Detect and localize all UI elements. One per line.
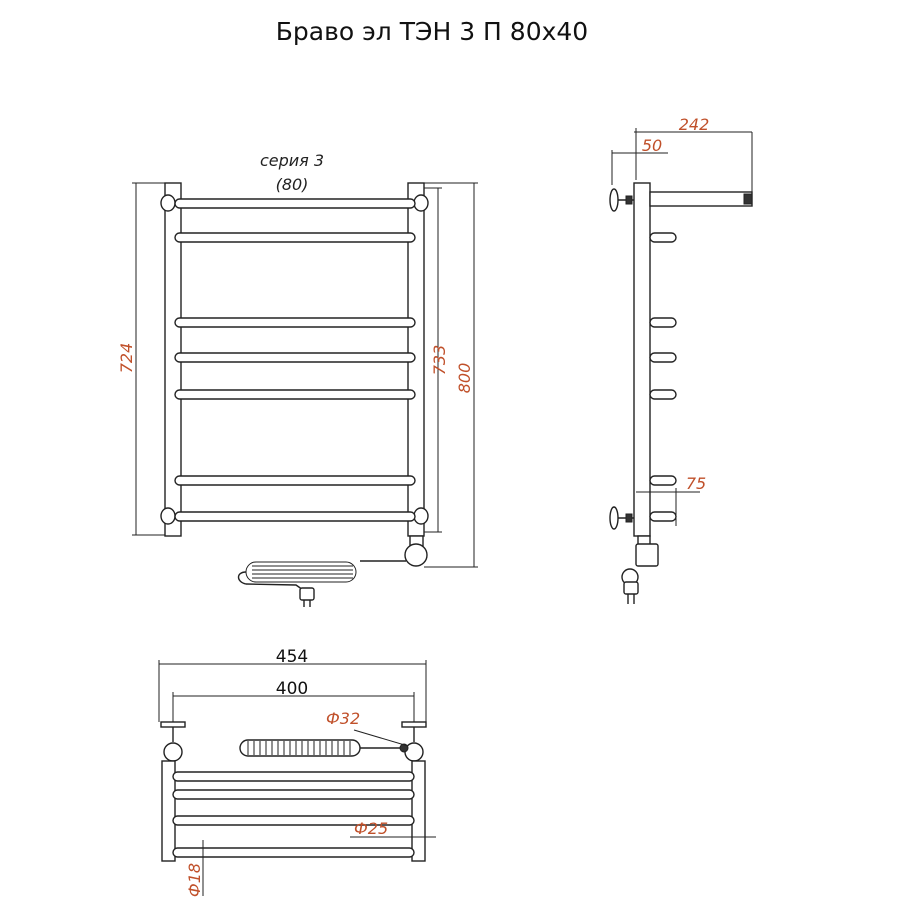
side-rung-2 bbox=[649, 317, 677, 328]
wall-plate-right bbox=[401, 721, 427, 728]
top-shelf-end bbox=[743, 193, 753, 205]
dim-label-32: Ф32 bbox=[326, 709, 360, 728]
top-rung-4 bbox=[172, 847, 415, 858]
shelf-side-right bbox=[411, 760, 426, 862]
top-rung-1 bbox=[172, 771, 415, 782]
top-view: 454 400 Ф32 Ф25 bbox=[158, 647, 436, 897]
front-view: 724 серия 3 (80) 733 800 bbox=[117, 151, 478, 607]
rung-6 bbox=[174, 475, 416, 486]
wall-mount-bottom-left bbox=[160, 507, 176, 525]
wall-mount-top-left bbox=[160, 194, 176, 212]
cable-to-plug bbox=[237, 571, 307, 593]
dim-label-733: 733 bbox=[430, 345, 449, 376]
dim-label-50: 50 bbox=[642, 136, 662, 155]
top-rung-3 bbox=[172, 815, 415, 826]
dim-label-18: Ф18 bbox=[185, 863, 204, 897]
wall-mount-bottom-right bbox=[413, 507, 429, 525]
heater-coil bbox=[239, 739, 361, 757]
heater-coil-turns bbox=[247, 741, 351, 755]
side-view: 242 50 75 bbox=[609, 115, 753, 604]
rung-7 bbox=[174, 511, 416, 522]
dim-label-454: 454 bbox=[276, 647, 308, 667]
side-rung-3 bbox=[649, 352, 677, 363]
side-upright bbox=[633, 182, 651, 537]
rung-3 bbox=[174, 317, 416, 328]
wall-mount-bracket-top bbox=[625, 195, 633, 205]
top-rung-2 bbox=[172, 789, 415, 800]
top-shelf bbox=[649, 191, 753, 207]
shelf-side-left bbox=[161, 760, 176, 862]
wall-mount-plate-bottom bbox=[609, 506, 619, 530]
drawing-title: Браво эл ТЭН 3 П 80х40 bbox=[276, 17, 588, 46]
dim-label-800: 800 bbox=[455, 363, 474, 394]
power-plug-body bbox=[299, 587, 315, 601]
dim-label-75: 75 bbox=[686, 474, 706, 493]
heater-connector-end bbox=[399, 743, 409, 753]
wall-mount-bracket-bottom bbox=[625, 513, 633, 523]
series-value: (80) bbox=[276, 175, 309, 194]
rung-4 bbox=[174, 352, 416, 363]
wall-mount-plate-top bbox=[609, 188, 619, 212]
wall-mount-top-right bbox=[413, 194, 429, 212]
coiled-cable-outline bbox=[245, 561, 357, 583]
coiled-cable-turns bbox=[252, 565, 353, 579]
dim-label-400: 400 bbox=[276, 679, 308, 699]
side-rung-4 bbox=[649, 389, 677, 400]
side-rung-6 bbox=[649, 511, 677, 522]
side-rung-1 bbox=[649, 232, 677, 243]
rung-2 bbox=[174, 232, 416, 243]
rung-5 bbox=[174, 389, 416, 400]
dim-leader-32 bbox=[353, 729, 409, 747]
wall-plate-left bbox=[160, 721, 186, 728]
heater-control-knob bbox=[404, 543, 428, 567]
dim-label-242: 242 bbox=[679, 115, 710, 134]
side-rung-5 bbox=[649, 475, 677, 486]
side-plug-body bbox=[623, 581, 639, 595]
side-heater-housing bbox=[635, 543, 659, 567]
dim-label-724: 724 bbox=[117, 343, 136, 374]
dim-label-25: Ф25 bbox=[354, 819, 388, 838]
series-label: серия 3 bbox=[260, 151, 324, 170]
rung-1 bbox=[174, 198, 416, 209]
upright-top-left bbox=[163, 742, 183, 762]
